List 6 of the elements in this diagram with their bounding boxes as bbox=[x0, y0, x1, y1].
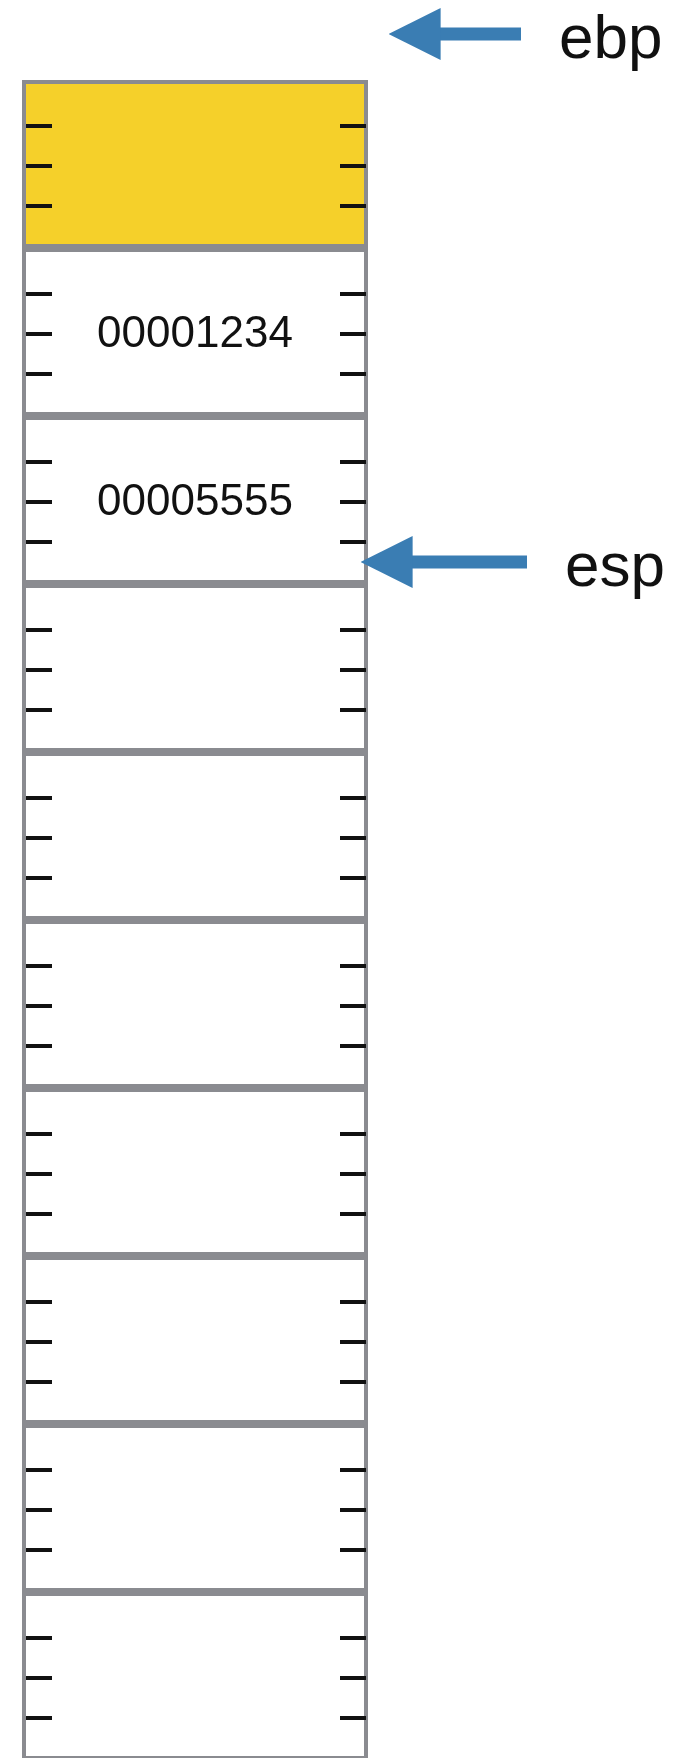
memory-value: 00005555 bbox=[97, 475, 293, 525]
arrow bbox=[388, 8, 521, 60]
memory-value: 00001234 bbox=[97, 307, 293, 357]
arrow bbox=[360, 536, 527, 588]
highlighted-stack-cell bbox=[22, 80, 368, 248]
stack-cell bbox=[22, 1592, 368, 1758]
